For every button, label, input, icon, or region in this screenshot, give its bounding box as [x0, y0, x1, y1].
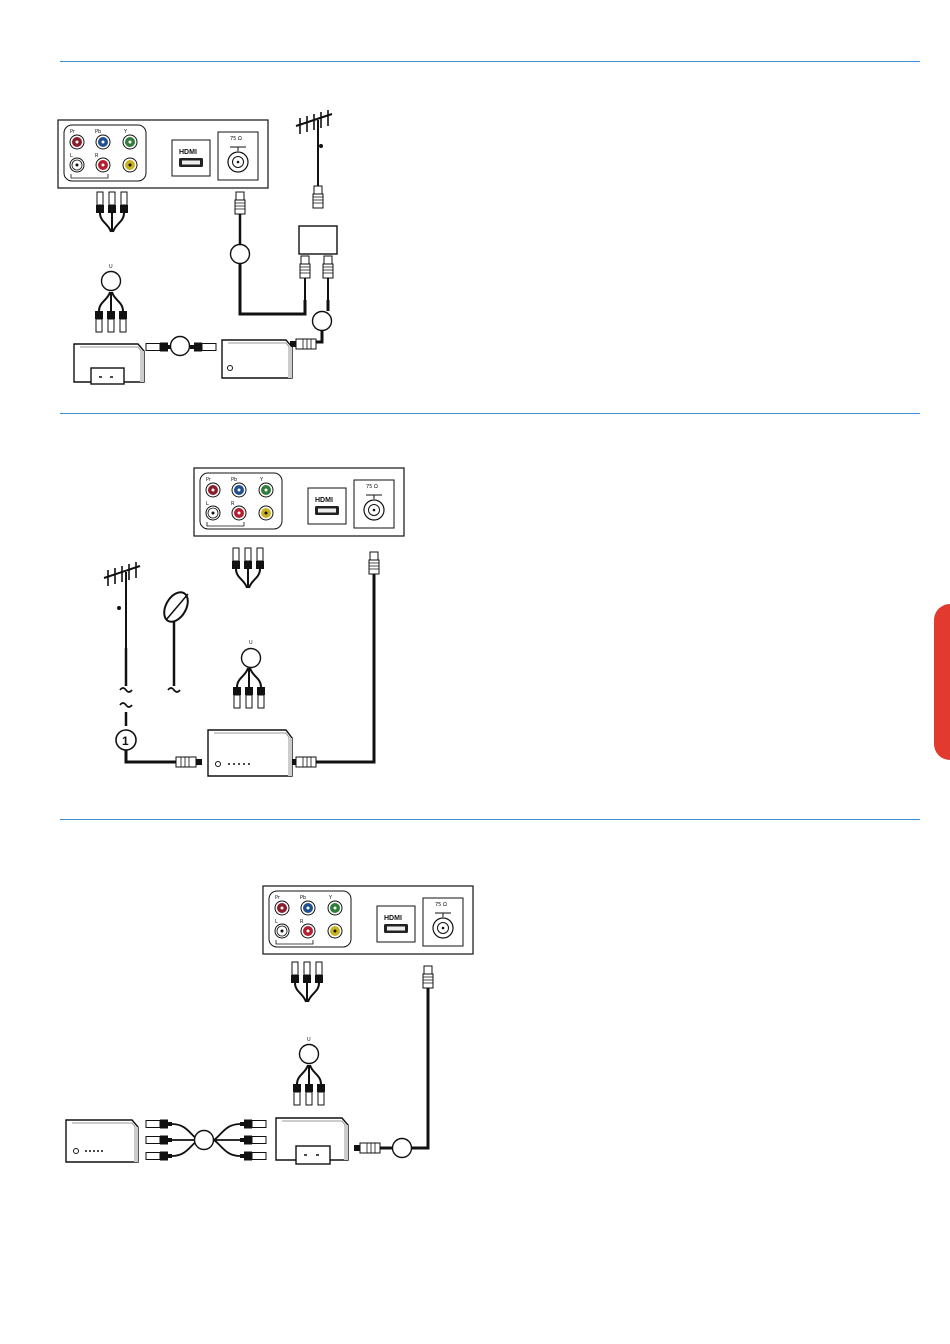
set-top-box — [208, 730, 292, 776]
set-top-box — [66, 1120, 138, 1162]
tv-antenna-plug — [369, 552, 379, 574]
component-cable-plugs-device — [233, 668, 265, 708]
step-marker-1: 1 — [116, 730, 136, 750]
tv-antenna-plug — [423, 966, 433, 988]
antenna-coax-connector — [313, 186, 323, 208]
rca-plug — [146, 1136, 172, 1145]
splitter-output-right — [323, 256, 333, 278]
tv-rear-panel — [58, 120, 268, 188]
box-coax-plug — [290, 757, 316, 767]
rca-plug — [240, 1136, 266, 1145]
cable-marker — [231, 245, 250, 264]
rca-plug — [146, 1120, 172, 1129]
recorder-device — [276, 1118, 348, 1164]
svg-text:1: 1 — [122, 734, 129, 748]
component-cable-plugs — [291, 962, 323, 1002]
cable-marker-u: U — [300, 1037, 319, 1064]
diagram-section-2: U 1 — [104, 468, 404, 776]
rca-plug — [240, 1152, 266, 1161]
signal-splitter — [299, 226, 337, 254]
cable-marker — [195, 1131, 214, 1150]
tv-rear-panel — [263, 886, 473, 954]
component-cable-plugs — [232, 548, 264, 588]
tv-antenna-plug — [235, 192, 245, 214]
splitter-output-left — [300, 256, 310, 278]
device-link-plug-left — [146, 343, 172, 352]
component-cable-plugs — [96, 192, 128, 232]
satellite-dish-icon — [159, 588, 192, 692]
cable-marker-u: U — [102, 264, 121, 291]
tv-rear-panel — [194, 468, 404, 536]
rca-plug — [146, 1152, 172, 1161]
component-cable-plugs-device — [95, 292, 127, 332]
rca-plug — [240, 1120, 266, 1129]
diagram-section-1: U — [58, 110, 337, 384]
box-coax-plug — [290, 339, 316, 349]
component-cable-plugs-device — [293, 1065, 325, 1105]
svg-text:U: U — [307, 1037, 311, 1043]
box-antenna-plug — [176, 757, 202, 767]
cable-marker-u: U — [242, 640, 261, 668]
diagram-section-3: U — [66, 886, 473, 1164]
cable-marker — [313, 312, 332, 331]
recorder-device — [74, 344, 144, 384]
cable-marker — [171, 337, 190, 356]
device-link-plug-right — [190, 343, 216, 352]
cable-marker — [393, 1139, 412, 1158]
antenna-icon — [104, 562, 140, 648]
decoder-box — [222, 340, 292, 378]
box-coax-plug — [354, 1143, 380, 1153]
antenna-icon — [296, 110, 332, 196]
svg-text:U: U — [109, 264, 113, 270]
svg-text:U: U — [249, 640, 253, 646]
